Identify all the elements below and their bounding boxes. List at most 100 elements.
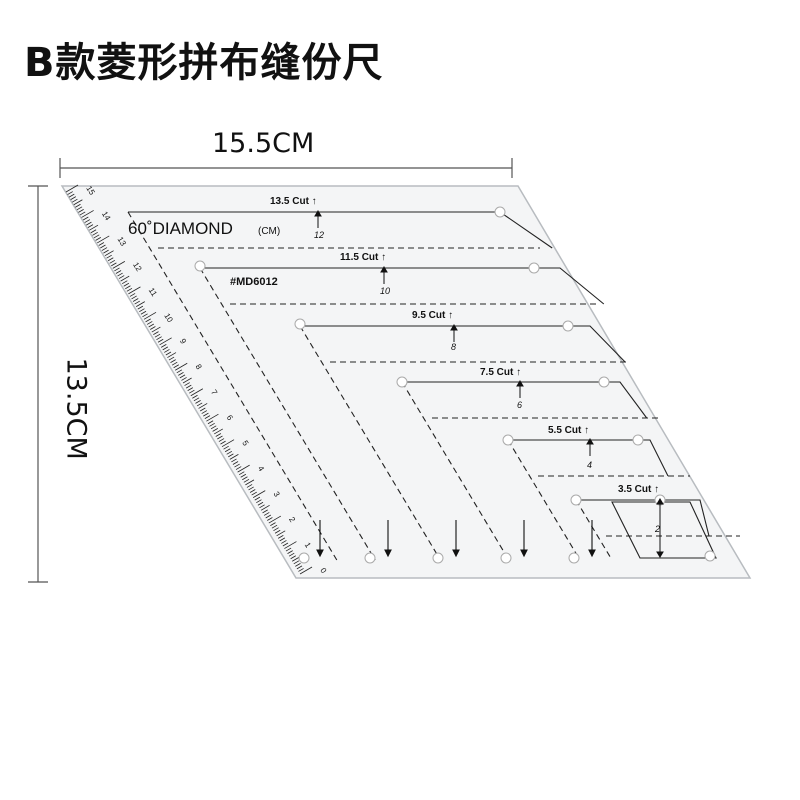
scale-tick: [137, 305, 144, 310]
finished-size-label: 4: [587, 460, 592, 470]
scale-tick: [132, 298, 139, 302]
scale-tick: [223, 445, 229, 450]
scale-tick: [238, 471, 245, 476]
scale-tick: [84, 219, 91, 223]
scale-tick: [117, 272, 123, 277]
scale-label: 4: [256, 464, 266, 473]
scale-tick: [212, 428, 219, 432]
scale-tick: [267, 517, 273, 521]
scale-tick: [103, 249, 109, 254]
scale-tick: [157, 338, 164, 343]
scale-tick: [276, 530, 286, 537]
scale-tick: [98, 242, 105, 246]
scale-tick: [134, 300, 141, 305]
scale-tick: [271, 524, 278, 529]
finished-size-label: 8: [451, 342, 456, 352]
scale-tick: [279, 537, 286, 542]
scale-tick: [215, 433, 222, 437]
scale-label: 2: [287, 515, 297, 524]
scale-tick: [192, 394, 198, 399]
scale-tick: [198, 403, 208, 409]
scale-tick: [257, 501, 264, 506]
scale-tick: [112, 261, 126, 269]
scale-tick: [179, 374, 186, 379]
cut-label: 11.5 Cut ↑: [340, 252, 386, 263]
scale-tick: [96, 235, 110, 244]
cut-guide-frames: [127, 211, 740, 561]
finished-size-label: 2: [654, 524, 660, 534]
scale-tick: [295, 563, 301, 567]
page-title: B款菱形拼布缝份尺: [24, 40, 384, 86]
scale-tick: [184, 382, 190, 386]
scale-tick: [195, 400, 201, 404]
scale-tick: [164, 349, 170, 353]
seam-allowance-edge: [507, 439, 581, 561]
scale-tick: [259, 504, 265, 509]
scale-tick: [242, 476, 248, 481]
scale-tick: [86, 221, 92, 226]
scale-tick: [170, 359, 176, 363]
scale-tick: [65, 184, 79, 193]
scale-tick: [67, 191, 73, 195]
scale-tick: [201, 410, 208, 414]
scale-tick: [93, 234, 100, 239]
scale-tick: [121, 280, 128, 285]
scale-tick: [82, 216, 89, 221]
scale-label: 9: [178, 337, 188, 346]
scale-tick: [101, 247, 108, 251]
scale-tick: [220, 440, 226, 445]
scale-label: 3: [272, 490, 282, 499]
scale-tick: [256, 499, 262, 504]
scale-tick: [156, 336, 162, 341]
scale-tick: [81, 210, 94, 218]
scale-tick: [246, 484, 253, 488]
cut-frame-edge: [402, 381, 648, 419]
scale-tick: [174, 362, 188, 371]
scale-tick: [162, 346, 169, 351]
scale-label: 0: [318, 566, 328, 575]
cut-frame-edge: [300, 325, 626, 363]
cut-frame-edge: [200, 267, 605, 305]
scale-tick: [287, 550, 293, 554]
ruler-holes: [194, 206, 716, 564]
scale-tick: [115, 270, 122, 274]
scale-tick: [196, 402, 203, 407]
scale-tick: [262, 509, 268, 514]
scale-tick: [78, 209, 84, 213]
cut-label: 5.5 Cut ↑: [548, 425, 589, 436]
seam-allowance-edge: [299, 325, 441, 561]
scale-tick: [176, 369, 183, 374]
scale-tick: [87, 224, 94, 228]
scale-tick: [298, 568, 304, 572]
scale-tick: [248, 486, 254, 491]
scale-tick: [229, 454, 239, 460]
scale-tick: [89, 224, 99, 231]
scale-tick: [234, 463, 240, 468]
scale-tick: [178, 372, 184, 376]
scale-tick: [288, 552, 295, 557]
scale-tick: [95, 237, 102, 241]
scale-tick: [270, 522, 276, 526]
scale-tick: [251, 491, 258, 496]
scale-tick: [203, 412, 209, 417]
scale-tick: [237, 464, 250, 473]
scale-tick: [106, 254, 112, 259]
scale-tick: [254, 496, 261, 501]
scale-tick: [281, 540, 287, 544]
seam-allowance-edge: [199, 267, 376, 561]
width-dimension-line: [59, 158, 513, 178]
scale-tick: [68, 193, 75, 198]
scale-tick: [226, 450, 233, 455]
scale-tick: [72, 198, 78, 203]
scale-tick: [209, 422, 215, 427]
scale-tick: [243, 478, 250, 483]
scale-tick: [139, 308, 145, 313]
scale-tick: [235, 466, 242, 470]
scale-tick: [189, 389, 195, 394]
scale-tick: [160, 344, 167, 348]
scale-tick: [131, 295, 137, 300]
cut-frame-edge: [508, 439, 669, 477]
seam-allowance-edge: [575, 499, 613, 561]
seam-allowance-edge: [127, 211, 338, 561]
